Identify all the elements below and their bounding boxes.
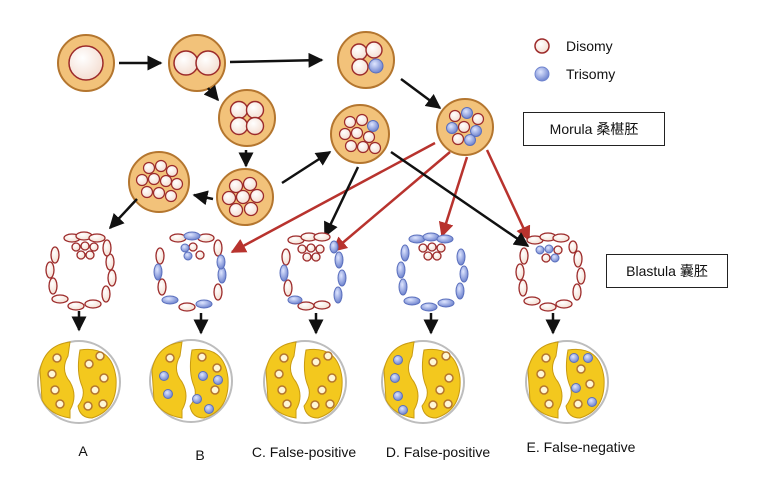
morula-label-box: Morula 桑椹胚 — [523, 112, 665, 146]
fetus-a — [37, 340, 121, 424]
outcome-d-label: D. False-positive — [386, 444, 490, 460]
trisomy-legend-icon — [534, 66, 550, 82]
blastula-b — [153, 231, 227, 312]
morula-label: Morula 桑椹胚 — [549, 121, 639, 137]
fetus-c — [263, 340, 347, 424]
cleavage-arrows — [108, 52, 442, 230]
outcome-a-label: A — [78, 443, 88, 459]
embryo-4-cell — [218, 89, 276, 147]
morula-mosaic-trisomy — [436, 98, 494, 156]
legend-disomy-label: Disomy — [566, 38, 613, 54]
blastula-label: Blastula 囊胚 — [626, 263, 708, 279]
outcome-e-label: E. False-negative — [527, 439, 636, 455]
morula-disomic — [128, 151, 190, 213]
legend: Disomy Trisomy — [534, 38, 615, 82]
fetus-b — [149, 339, 233, 423]
disomy-legend-icon — [534, 38, 550, 54]
outcome-c-label: C. False-positive — [252, 444, 356, 460]
blastula-d — [396, 232, 469, 312]
black-arrows-to-blastula — [323, 150, 530, 248]
embryo-4-cell-mosaic — [337, 31, 395, 89]
blastula-e — [515, 232, 586, 312]
embryo-8-cell — [216, 168, 274, 226]
blastula-a — [45, 231, 117, 311]
blastula-c — [279, 232, 347, 311]
embryo-2-cell — [168, 34, 226, 92]
legend-trisomy-label: Trisomy — [566, 66, 615, 82]
fetus-d — [381, 340, 465, 424]
blastula-label-box: Blastula 囊胚 — [606, 254, 728, 288]
morula-mosaic-few-trisomy — [330, 104, 390, 164]
fetus-arrows — [71, 311, 561, 335]
outcome-b-label: B — [195, 447, 204, 463]
fetus-e — [525, 340, 609, 424]
zygote-1-cell — [57, 34, 115, 92]
red-arrows — [230, 141, 531, 254]
